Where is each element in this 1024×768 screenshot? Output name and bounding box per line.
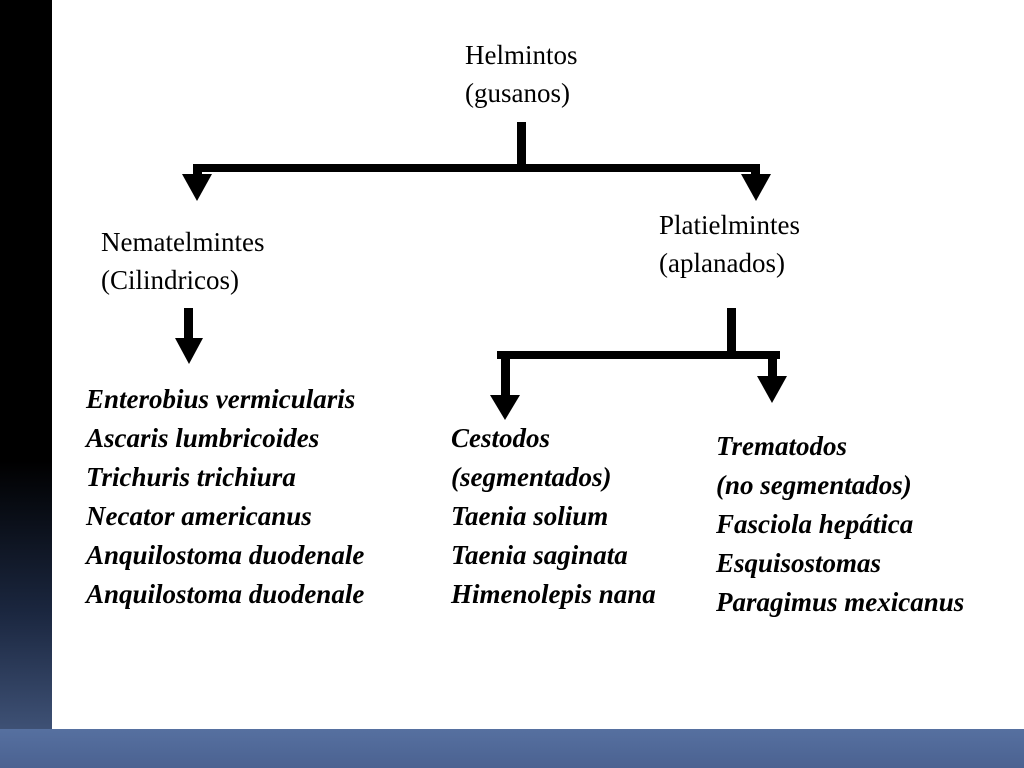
platielmintes-node: Platielmintes (aplanados) (659, 206, 800, 282)
root-title: Helmintos (465, 40, 578, 70)
list-item: Paragimus mexicanus (716, 587, 965, 617)
cestodos-arrow-shaft (501, 351, 510, 397)
list-item: Necator americanus (86, 501, 312, 531)
list-item: Taenia saginata (451, 540, 628, 570)
slide-canvas (52, 0, 1024, 729)
list-item: Esquisostomas (716, 548, 882, 578)
trematodos-arrow-shaft (768, 351, 777, 378)
root-bar (196, 164, 756, 172)
list-item: Taenia solium (451, 501, 609, 531)
cestodos-species-list: Cestodos (segmentados) Taenia solium Tae… (451, 419, 656, 614)
platielmintes-arrow-shaft (751, 164, 760, 176)
list-item: Ascaris lumbricoides (86, 423, 320, 453)
nematelmintes-arrow-shaft (193, 164, 202, 176)
list-item: Cestodos (451, 423, 551, 453)
cestodos-arrowhead (490, 395, 520, 420)
nematelmintes-node: Nematelmintes (Cilindricos) (101, 223, 264, 299)
platielmintes-arrowhead (741, 174, 771, 201)
list-item: Fasciola hepática (716, 509, 914, 539)
root-stem (517, 122, 526, 170)
root-node: Helmintos (gusanos) (465, 36, 578, 112)
root-subtitle: (gusanos) (465, 78, 570, 108)
list-item: Himenolepis nana (451, 579, 656, 609)
platielmintes-subtitle: (aplanados) (659, 248, 785, 278)
list-item: Anquilostoma duodenale (86, 579, 365, 609)
nematelmintes-subtitle: (Cilindricos) (101, 265, 239, 295)
list-item: Enterobius vermicularis (86, 384, 356, 414)
nematelmintes-title: Nematelmintes (101, 227, 265, 257)
list-item: (segmentados) (451, 462, 612, 492)
platielmintes-bar (497, 351, 780, 359)
trematodos-species-list: Trematodos (no segmentados) Fasciola hep… (716, 427, 964, 622)
platielmintes-title: Platielmintes (659, 210, 800, 240)
platielmintes-stem (727, 308, 736, 356)
bottom-band (0, 729, 1024, 768)
nematelmintes-species-list: Enterobius vermicularis Ascaris lumbrico… (86, 380, 364, 614)
nematelmintes-arrowhead (182, 174, 212, 201)
nematelmintes-list-arrow-shaft (184, 308, 193, 340)
nematelmintes-list-arrowhead (175, 338, 203, 364)
list-item: Trichuris trichiura (86, 462, 296, 492)
trematodos-arrowhead (757, 376, 787, 403)
list-item: Anquilostoma duodenale (86, 540, 365, 570)
list-item: Trematodos (716, 431, 847, 461)
list-item: (no segmentados) (716, 470, 912, 500)
